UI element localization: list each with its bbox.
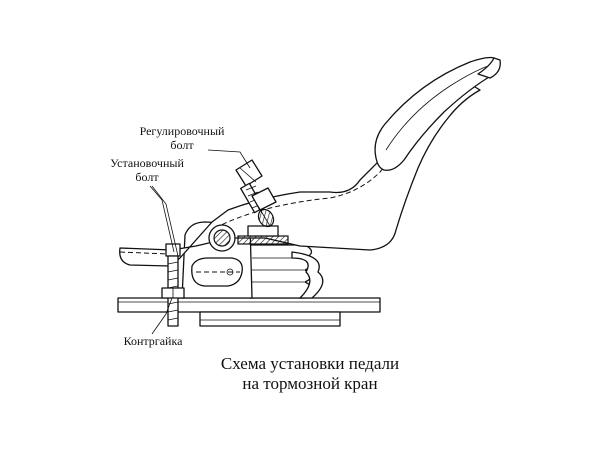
pivot-roller bbox=[208, 224, 236, 252]
brake-valve-boot bbox=[243, 244, 324, 299]
caption-line2: на тормозной кран bbox=[242, 374, 378, 393]
diagram-caption: Схема установки педали на тормозной кран bbox=[150, 354, 470, 394]
installation-bolt bbox=[161, 243, 185, 327]
label-installation-bolt: Установочный болт bbox=[92, 156, 202, 184]
label-adjusting-bolt-line1: Регулировочный bbox=[139, 124, 225, 138]
label-installation-bolt-line2: болт bbox=[135, 170, 159, 184]
leader-lines bbox=[149, 149, 251, 335]
pedal-stop-block bbox=[237, 235, 289, 245]
label-locknut: Контргайка bbox=[123, 334, 183, 348]
adjusting-bolt bbox=[235, 159, 277, 228]
pedal-arm bbox=[119, 56, 501, 267]
label-installation-bolt-line1: Установочный bbox=[110, 156, 184, 170]
caption-line1: Схема установки педали bbox=[220, 354, 400, 373]
valve-plunger-cap bbox=[247, 225, 279, 237]
floor-plate bbox=[117, 297, 381, 327]
label-adjusting-bolt-line2: болт bbox=[170, 138, 194, 152]
label-adjusting-bolt: Регулировочный болт bbox=[122, 124, 242, 152]
